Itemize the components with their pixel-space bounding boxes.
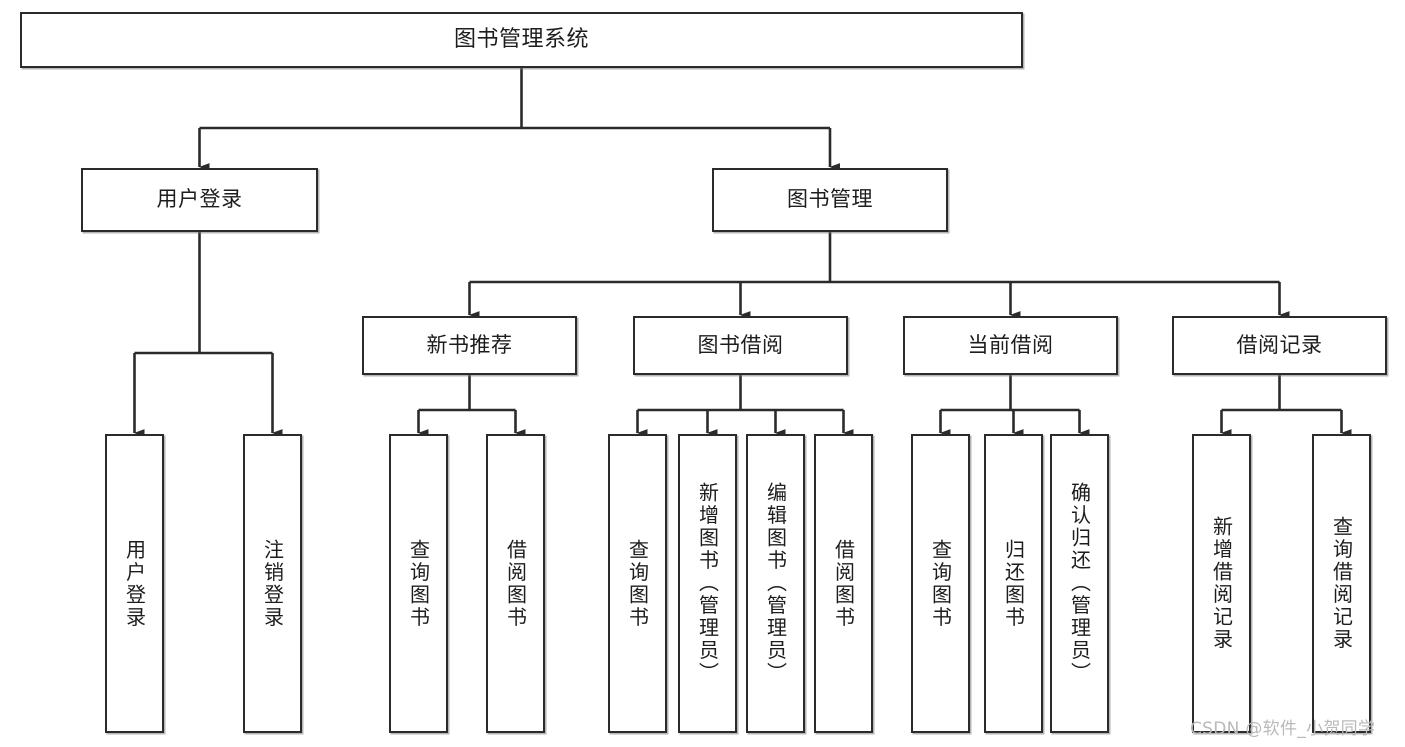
node-label: 确认归还（管理员）	[1067, 482, 1092, 685]
node-label: 查询借阅记录	[1329, 516, 1354, 651]
node-leaf_bb_edit[interactable]: 编辑图书（管理员）	[746, 434, 805, 733]
node-leaf_cb_confirm[interactable]: 确认归还（管理员）	[1050, 434, 1109, 733]
node-leaf_br_add[interactable]: 新增借阅记录	[1192, 434, 1251, 733]
node-leaf_br_query[interactable]: 查询借阅记录	[1312, 434, 1371, 733]
node-leaf_nb_query[interactable]: 查询图书	[389, 434, 448, 733]
node-label: 新书推荐	[426, 332, 513, 357]
node-label: 图书借阅	[697, 332, 784, 357]
node-borrow_record[interactable]: 借阅记录	[1172, 316, 1387, 375]
csdn-watermark: CSDN @软件_小贺同学	[1190, 719, 1376, 739]
node-leaf_bb_query[interactable]: 查询图书	[608, 434, 667, 733]
node-label: 新增图书（管理员）	[695, 482, 720, 685]
node-book_borrow[interactable]: 图书借阅	[633, 316, 848, 375]
node-label: 查询图书	[928, 538, 953, 629]
node-label: 归还图书	[1001, 538, 1026, 629]
node-label: 当前借阅	[967, 332, 1054, 357]
node-root[interactable]: 图书管理系统	[20, 12, 1023, 68]
node-new_book_rec[interactable]: 新书推荐	[362, 316, 577, 375]
node-label: 用户登录	[122, 538, 147, 629]
node-label: 编辑图书（管理员）	[763, 482, 788, 685]
node-label: 借阅图书	[503, 538, 528, 629]
node-label: 用户登录	[156, 187, 243, 212]
node-label: 注销登录	[260, 538, 285, 629]
node-leaf_bb_borrow[interactable]: 借阅图书	[814, 434, 873, 733]
node-label: 图书管理系统	[453, 26, 589, 52]
node-label: 图书管理	[787, 187, 873, 212]
node-label: 新增借阅记录	[1209, 516, 1234, 651]
node-book_manage[interactable]: 图书管理	[712, 168, 948, 232]
node-leaf_nb_borrow[interactable]: 借阅图书	[486, 434, 545, 733]
node-leaf_user_login[interactable]: 用户登录	[105, 434, 164, 733]
node-leaf_logout[interactable]: 注销登录	[243, 434, 302, 733]
node-label: 查询图书	[625, 538, 650, 629]
node-leaf_cb_return[interactable]: 归还图书	[984, 434, 1043, 733]
node-label: 查询图书	[406, 538, 431, 629]
node-leaf_bb_add[interactable]: 新增图书（管理员）	[678, 434, 737, 733]
node-label: 借阅图书	[831, 538, 856, 629]
node-leaf_cb_query[interactable]: 查询图书	[911, 434, 970, 733]
node-label: 借阅记录	[1236, 332, 1323, 357]
node-user_login[interactable]: 用户登录	[81, 168, 318, 232]
node-current_borrow[interactable]: 当前借阅	[903, 316, 1118, 375]
